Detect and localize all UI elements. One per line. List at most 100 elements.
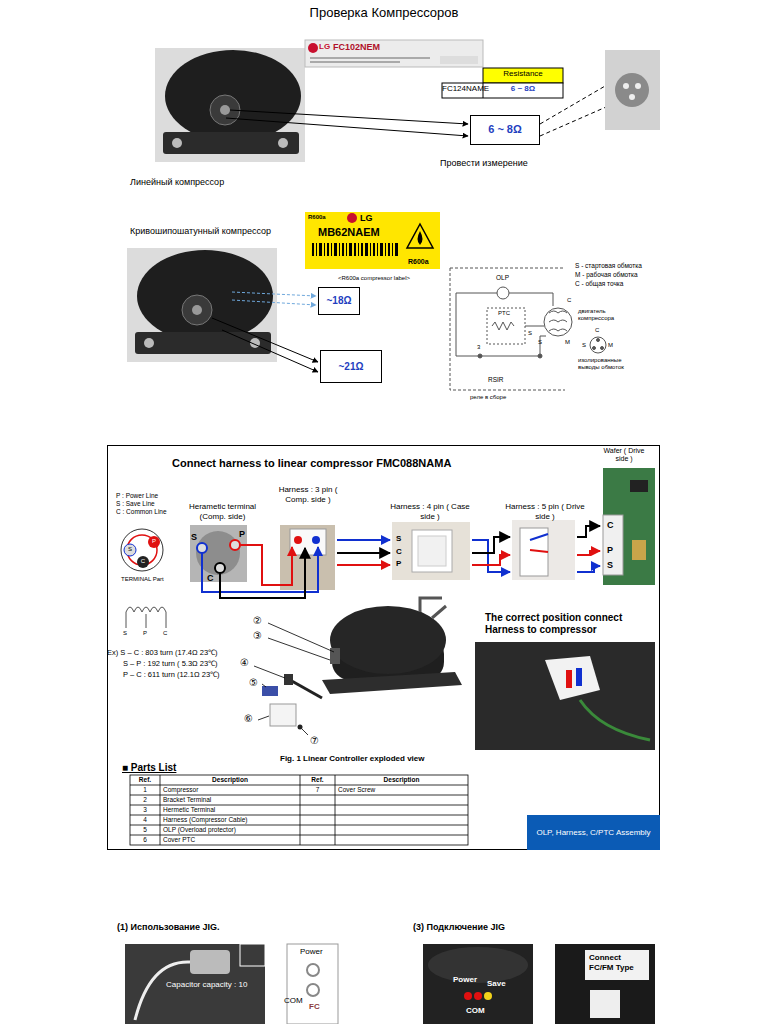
text-label: P: [396, 559, 401, 569]
table-cell: OLP (Overload protector): [163, 826, 236, 834]
box-text: 6 ~ 8Ω: [488, 123, 522, 136]
table-cell: Ref.: [130, 776, 160, 784]
text-label: P : Power Line: [116, 492, 158, 500]
text-label: Harness : 4 pin ( Case side ): [388, 502, 472, 521]
text-label: C : Common Line: [116, 508, 167, 516]
text-label: M - рабочая обмотка: [575, 271, 638, 279]
text-label: OLP: [496, 274, 509, 282]
table-cell: Hermetic Terminal: [163, 806, 215, 814]
text-label: Connect FC/FM Type: [589, 953, 645, 972]
table-cell: 4: [130, 816, 160, 824]
text-label: <R600a compressor label>: [338, 275, 410, 282]
text-label: S: [396, 534, 401, 544]
text-label: P: [143, 630, 147, 637]
text-label: Power: [453, 975, 477, 985]
table-cell: Cover Screw: [338, 786, 375, 794]
text-label: P: [239, 529, 245, 540]
callout-number: ⑦: [310, 735, 319, 747]
text-label: Save: [487, 979, 506, 989]
text-label: M: [565, 339, 570, 346]
text-label: R600a: [308, 214, 326, 221]
text-label: M: [608, 342, 613, 349]
text-label: C: [396, 547, 402, 557]
text-label: S: [191, 532, 197, 543]
callout-number: ②: [253, 615, 262, 627]
table-cell: Cover PTC: [163, 836, 195, 844]
text-label: S: [123, 630, 127, 637]
table-cell: 1: [130, 786, 160, 794]
table-cell: 3: [130, 806, 160, 814]
text-label: C: [139, 558, 147, 565]
text-label: (1) Использование JIG.: [117, 922, 220, 933]
text-label: Кривошипошатунный компрессор: [130, 226, 271, 237]
text-label: R600a: [408, 258, 429, 266]
text-label: Линейный компрессор: [130, 177, 224, 188]
text-label: P: [607, 545, 613, 556]
table-cell: Compressor: [163, 786, 198, 794]
text-label: реле в сборе: [470, 394, 506, 401]
table-cell: Ref.: [300, 776, 335, 784]
text-label: C: [163, 630, 167, 637]
text-label: FC124NAME: [442, 84, 483, 94]
text-label: MB62NAEM: [318, 226, 380, 239]
table-cell: Description: [335, 776, 468, 784]
text-label: C: [207, 573, 214, 584]
text-label: S - стартовая обмотка: [575, 262, 642, 270]
table-cell: 7: [300, 786, 335, 794]
resistance-box: 6 ~ 8Ω: [470, 115, 540, 145]
text-label: S: [538, 339, 542, 346]
text-label: ■ Parts List: [122, 762, 176, 774]
table-cell: 2: [130, 796, 160, 804]
text-label: P: [150, 538, 158, 545]
text-label: COM: [466, 1006, 485, 1016]
box-text: OLP, Harness, C/PTC Assembly: [536, 828, 650, 838]
box-text: ~21Ω: [339, 361, 364, 373]
callout-number: ⑤: [249, 677, 258, 689]
text-label: S – P : 192 turn ( 5.3Ω 23℃): [123, 659, 218, 668]
text-label: S : Save Line: [116, 500, 155, 508]
text-label: Resistance: [483, 69, 563, 79]
text-label: Ex) S – C : 803 turn (17.4Ω 23℃): [107, 648, 218, 657]
text-label: S: [582, 342, 586, 349]
table-cell: Description: [160, 776, 300, 784]
callout-number: ④: [240, 657, 249, 669]
text-label: Провести измерение: [440, 158, 528, 169]
text-label: COM: [284, 996, 303, 1006]
text-label: P – C : 611 turn (12.1Ω 23℃): [123, 670, 220, 679]
text-label: FC102NEM: [333, 42, 380, 53]
callout-number: ⑥: [244, 713, 253, 725]
assembly-box: OLP, Harness, C/PTC Assembly: [527, 815, 660, 850]
text-label: Fig. 1 Linear Controller exploded view: [280, 754, 424, 764]
frame-title: Connect harness to linear compressor FMC…: [172, 457, 659, 470]
text-label: Herametic terminal (Comp. side): [180, 502, 265, 521]
text-label: 6 ~ 8Ω: [483, 84, 563, 94]
text-label: C: [567, 297, 571, 304]
text-label: 3: [477, 344, 480, 351]
text-label: LG: [360, 213, 373, 224]
table-cell: 6: [130, 836, 160, 844]
text-label: Harness : 5 pin ( Drive side ): [503, 502, 587, 521]
text-label: изолированные выводы обмоток: [578, 357, 640, 371]
table-cell: Bracket Terminal: [163, 796, 211, 804]
text-label: C: [595, 327, 599, 334]
resistance-box: ~18Ω: [318, 287, 360, 315]
text-label: двигатель компрессора: [578, 308, 628, 322]
resistance-box: ~21Ω: [320, 350, 382, 383]
text-label: LG: [319, 42, 330, 52]
text-label: Harness : 3 pin ( Comp. side ): [268, 485, 348, 504]
text-label: The correct position connect Harness to …: [485, 612, 660, 636]
text-label: S: [126, 546, 134, 553]
text-label: FC: [309, 1002, 320, 1012]
text-label: (3) Подключение JIG: [413, 922, 505, 933]
text-label: Power: [300, 947, 323, 957]
text-label: PTC: [498, 310, 510, 317]
box-text: ~18Ω: [327, 295, 352, 307]
callout-number: ③: [253, 630, 262, 642]
page-title: Проверка Компрессоров: [0, 5, 768, 20]
text-label: C - общая точка: [575, 280, 623, 288]
text-label: S: [528, 330, 532, 337]
table-cell: Harness (Compressor Cable): [163, 816, 248, 824]
text-label: RSIR: [488, 376, 504, 384]
